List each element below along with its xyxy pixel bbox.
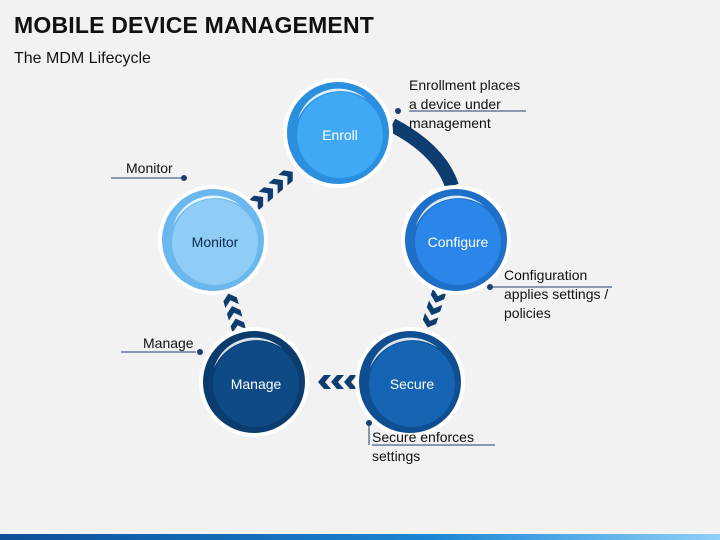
stage-highlight: [416, 195, 484, 226]
stage-label-manage: Manage: [231, 376, 282, 392]
note-line: policies: [504, 305, 551, 321]
note-line: management: [409, 115, 491, 131]
note-line: Manage: [143, 335, 194, 351]
stage-highlight: [298, 88, 366, 119]
slide-subtitle: The MDM Lifecycle: [14, 50, 151, 67]
stage-label-configure: Configure: [428, 234, 489, 250]
stage-core: [297, 92, 383, 178]
note-line: Configuration: [504, 267, 588, 283]
stage-manage: Manage: [199, 327, 309, 437]
connector-dot: [395, 108, 401, 114]
connector-dot: [487, 284, 493, 290]
stage-highlight: [173, 195, 241, 226]
stage-core: [369, 341, 455, 427]
note-line: settings: [372, 448, 421, 464]
chevron-arrow-icon: [221, 291, 239, 309]
connector-dot: [181, 175, 187, 181]
chevron-arrow-icon: [318, 375, 331, 389]
stage-monitor: Monitor: [158, 185, 268, 295]
configure-note: Configuration applies settings / policies: [504, 266, 608, 323]
enroll-note: Enrollment places a device under managemen…: [409, 76, 520, 133]
stage-enroll: Enroll: [283, 78, 393, 188]
stage-secure: Secure: [355, 327, 465, 437]
arrow-band: [388, 118, 459, 189]
connector-dot: [197, 349, 203, 355]
chevron-arrow-icon: [225, 304, 243, 321]
stage-core: [172, 199, 258, 285]
stage-core: [415, 199, 501, 285]
manage-note: Manage: [143, 334, 194, 353]
note-connectors: [111, 108, 612, 446]
chevron-arrow-icon: [420, 313, 439, 330]
secure-note: Secure enforces settings: [372, 428, 474, 466]
chevron-arrow-icon: [424, 300, 443, 318]
stage-configure: Configure: [401, 185, 511, 295]
note-line: Secure enforces: [372, 429, 474, 445]
stage-label-monitor: Monitor: [192, 234, 239, 250]
footer-bar: [0, 534, 720, 540]
cycle-arrows: [221, 118, 459, 389]
stage-label-enroll: Enroll: [322, 127, 358, 143]
slide-title: MOBILE DEVICE MANAGEMENT: [14, 12, 375, 38]
stage-label-secure: Secure: [390, 376, 435, 392]
note-line: Monitor: [126, 160, 173, 176]
chevron-arrow-icon: [331, 375, 344, 389]
note-line: applies settings /: [504, 286, 609, 302]
stage-highlight: [370, 337, 438, 368]
stage-core: [213, 341, 299, 427]
note-line: Enrollment places: [409, 77, 521, 93]
stage-highlight: [214, 337, 282, 368]
monitor-note: Monitor: [126, 159, 173, 178]
note-line: a device under: [409, 96, 501, 112]
